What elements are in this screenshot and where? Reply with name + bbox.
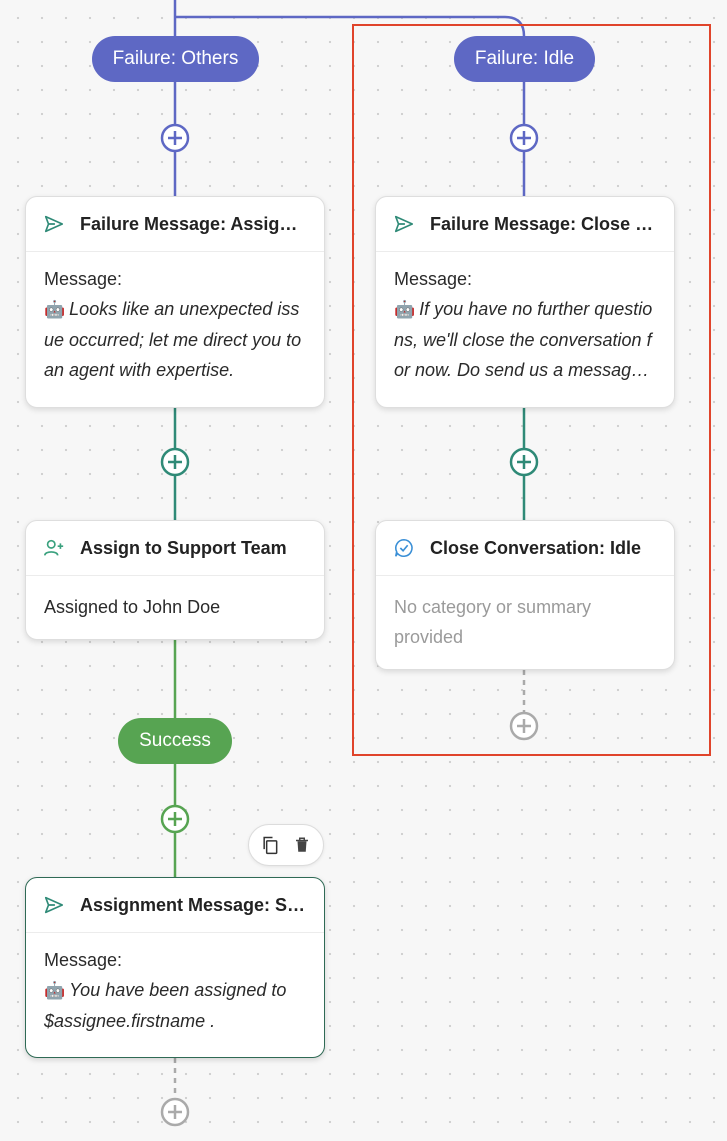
- branch-failure-others[interactable]: Failure: Others: [92, 36, 259, 82]
- add-step-button[interactable]: [160, 804, 190, 834]
- message-text: 🤖You have been assigned to $assignee.fir…: [44, 980, 287, 1031]
- add-step-button[interactable]: [160, 447, 190, 477]
- robot-icon: 🤖: [44, 981, 66, 1000]
- add-step-button[interactable]: [509, 447, 539, 477]
- card-title: Assign to Support Team: [80, 537, 287, 558]
- send-icon: [42, 212, 66, 236]
- add-step-button[interactable]: [509, 123, 539, 153]
- node-action-bar: [248, 824, 324, 866]
- send-icon: [42, 893, 66, 917]
- send-icon: [392, 212, 416, 236]
- card-title: Failure Message: Assign…: [80, 213, 308, 234]
- close-conversation-card[interactable]: Close Conversation: Idle No category or …: [375, 520, 675, 670]
- delete-icon[interactable]: [290, 833, 314, 857]
- card-header: Failure Message: Assign…: [26, 197, 324, 252]
- copy-icon[interactable]: [258, 833, 282, 857]
- chat-check-icon: [392, 536, 416, 560]
- card-title: Close Conversation: Idle: [430, 537, 642, 558]
- card-header: Assignment Message: S…: [26, 878, 324, 933]
- add-step-button[interactable]: [509, 711, 539, 741]
- branch-failure-idle[interactable]: Failure: Idle: [454, 36, 595, 82]
- card-header: Failure Message: Close …: [376, 197, 674, 252]
- card-header: Assign to Support Team: [26, 521, 324, 576]
- add-user-icon: [42, 536, 66, 560]
- assigned-text: Assigned to John Doe: [44, 597, 221, 617]
- assignment-message-card[interactable]: Assignment Message: S… Message: 🤖You hav…: [25, 877, 325, 1058]
- message-text: 🤖If you have no further questions, we'll…: [394, 299, 656, 380]
- assign-support-team-card[interactable]: Assign to Support Team Assigned to John …: [25, 520, 325, 640]
- message-text: 🤖Looks like an unexpected issue occurred…: [44, 299, 302, 380]
- summary-text: No category or summary provided: [394, 597, 592, 647]
- message-label: Message:: [44, 950, 123, 970]
- robot-icon: 🤖: [44, 300, 66, 319]
- branch-success[interactable]: Success: [118, 718, 232, 764]
- failure-message-close-card[interactable]: Failure Message: Close … Message: 🤖If yo…: [375, 196, 675, 408]
- card-title: Assignment Message: S…: [80, 894, 306, 915]
- card-title: Failure Message: Close …: [430, 213, 654, 234]
- add-step-button[interactable]: [160, 1097, 190, 1127]
- robot-icon: 🤖: [394, 300, 416, 319]
- card-header: Close Conversation: Idle: [376, 521, 674, 576]
- message-label: Message:: [394, 269, 473, 289]
- selection-highlight: [352, 24, 711, 756]
- failure-message-assign-card[interactable]: Failure Message: Assign… Message: 🤖Looks…: [25, 196, 325, 408]
- message-label: Message:: [44, 269, 123, 289]
- add-step-button[interactable]: [160, 123, 190, 153]
